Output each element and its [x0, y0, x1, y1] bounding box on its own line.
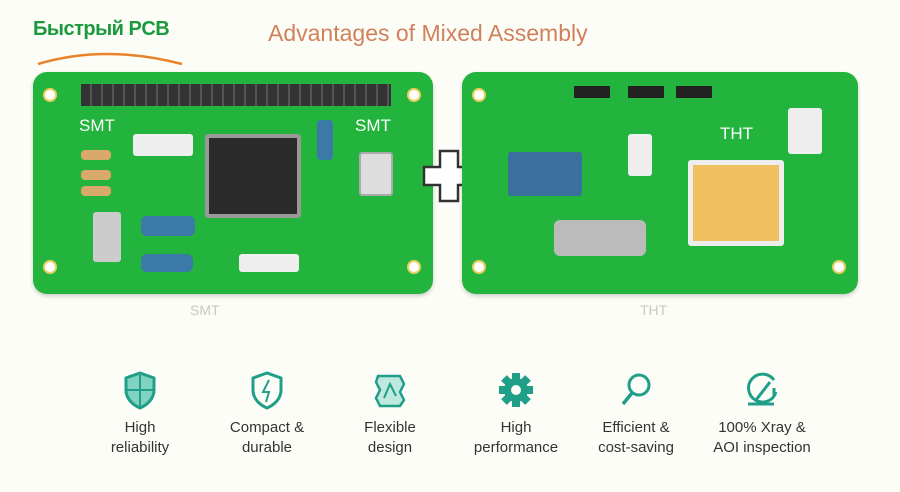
- feature-label: High: [124, 419, 156, 436]
- shield-bolt-icon: [251, 371, 283, 410]
- feature-label: reliability: [110, 439, 170, 456]
- magnifier-icon: [621, 373, 651, 406]
- dip-switch: [508, 152, 582, 196]
- db9-connector: [554, 220, 646, 256]
- capacitor: [141, 216, 195, 236]
- pin-header: [628, 86, 664, 98]
- resistor: [81, 150, 111, 160]
- feature-high-performance: High performance: [451, 370, 581, 458]
- ic-chip: [205, 134, 301, 218]
- inspection-icon: [747, 372, 778, 406]
- feature-label: 100% Xray &: [718, 419, 806, 436]
- capacitor: [93, 212, 121, 262]
- feature-label: AOI inspection: [713, 439, 811, 456]
- pin-header: [574, 86, 610, 98]
- feature-label: High: [500, 419, 532, 436]
- feature-label: performance: [473, 439, 559, 456]
- smt-label: SMT: [355, 116, 391, 135]
- feature-label: Compact &: [229, 419, 305, 436]
- smt-label: SMT: [79, 116, 115, 135]
- capacitor: [133, 134, 193, 156]
- feature-high-reliability: High reliability: [75, 370, 205, 458]
- gear-icon: [499, 373, 533, 407]
- transformer: [688, 160, 784, 246]
- resistor: [81, 170, 111, 180]
- smt-caption: SMT: [190, 302, 220, 318]
- feature-label: durable: [241, 439, 293, 456]
- inductor: [359, 152, 393, 196]
- smt-board: SMT SMT: [33, 72, 433, 294]
- feature-label: Flexible: [364, 419, 416, 436]
- connector: [788, 108, 822, 154]
- feature-flexible-design: Flexible design: [325, 370, 455, 458]
- feature-xray-aoi: 100% Xray & AOI inspection: [697, 370, 827, 458]
- pin-header: [676, 86, 712, 98]
- logo-arc-icon: [37, 52, 183, 66]
- resistor: [81, 186, 111, 196]
- plus-icon: [422, 149, 476, 203]
- flexible-design-icon: [374, 374, 406, 408]
- relay: [628, 134, 652, 176]
- capacitor: [239, 254, 299, 272]
- capacitor: [317, 120, 333, 160]
- logo: Быстрый PCB: [33, 18, 170, 40]
- tht-label: THT: [720, 124, 754, 143]
- shield-icon: [124, 371, 156, 410]
- tht-caption: THT: [640, 302, 668, 318]
- feature-compact-durable: Compact & durable: [202, 370, 332, 458]
- header-pins: [81, 84, 391, 106]
- feature-efficient-cost-saving: Efficient & cost-saving: [571, 370, 701, 458]
- page-title: Advantages of Mixed Assembly: [268, 20, 588, 46]
- feature-label: design: [367, 439, 413, 456]
- tht-board: THT: [462, 72, 858, 294]
- capacitor: [141, 254, 193, 272]
- feature-label: cost-saving: [598, 439, 674, 456]
- feature-label: Efficient &: [602, 419, 670, 436]
